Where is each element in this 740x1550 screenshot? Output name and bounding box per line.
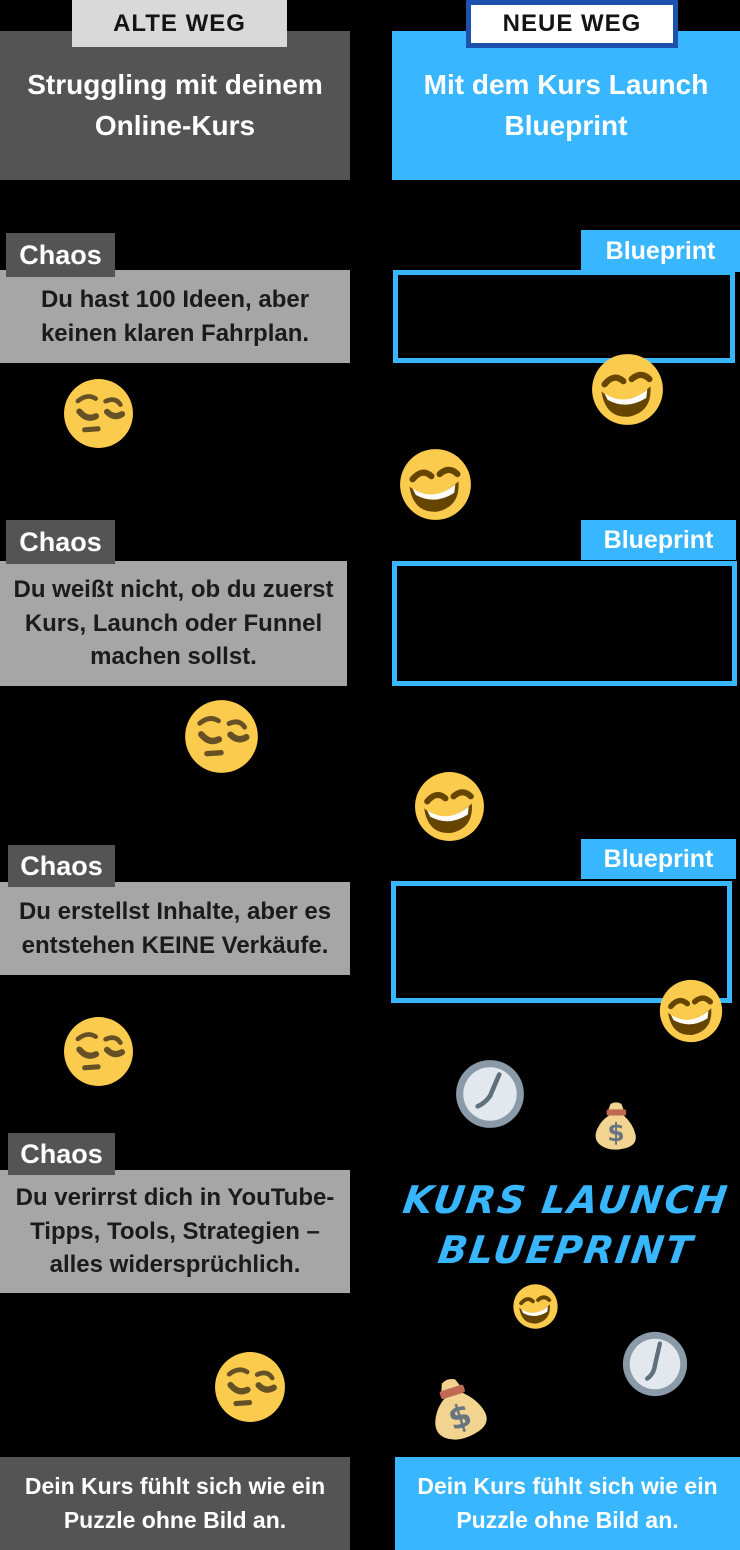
clock-emoji-2 [620, 1329, 690, 1399]
brand-line-2: BLUEPRINT [435, 1228, 697, 1272]
svg-text:$: $ [607, 1118, 624, 1147]
chaos-label-1: Chaos [6, 233, 115, 277]
chaos-text-3: Du erstellst Inhalte, aber es entstehen … [0, 882, 350, 975]
blueprint-box-3 [391, 881, 732, 1003]
blueprint-box-2 [392, 561, 737, 686]
brand-line-1: KURS LAUNCH [400, 1178, 732, 1222]
blueprint-label-2: Blueprint [581, 520, 736, 560]
chaos-label-4: Chaos [8, 1133, 115, 1175]
pensive-face-emoji-1 [62, 377, 135, 450]
new-way-footer: Dein Kurs fühlt sich wie ein Puzzle ohne… [395, 1457, 740, 1550]
chaos-label-3: Chaos [8, 845, 115, 887]
old-way-header-box: Struggling mit deinem Online-Kurs [0, 31, 350, 180]
chaos-label-2: Chaos [6, 520, 115, 564]
chaos-text-3-content: Du erstellst Inhalte, aber es entstehen … [18, 897, 332, 959]
blueprint-label-3: Blueprint [581, 839, 736, 879]
chaos-text-4-content: Du verirrst dich in YouTube-Tipps, Tools… [15, 1184, 335, 1279]
money-bag-emoji-2: $ [412, 1364, 504, 1459]
old-way-footer-text: Dein Kurs fühlt sich wie ein Puzzle ohne… [24, 1473, 326, 1533]
laughing-face-emoji-2 [398, 447, 473, 522]
chaos-text-2-content: Du weißt nicht, ob du zuerst Kurs, Launc… [13, 576, 334, 671]
laughing-face-emoji-5 [512, 1283, 559, 1330]
pensive-face-emoji-4 [213, 1350, 287, 1424]
old-way-title: Struggling mit deinem Online-Kurs [27, 68, 323, 141]
old-way-footer: Dein Kurs fühlt sich wie ein Puzzle ohne… [0, 1457, 350, 1550]
clock-emoji-1 [453, 1057, 527, 1131]
new-way-footer-text: Dein Kurs fühlt sich wie ein Puzzle ohne… [417, 1473, 718, 1533]
blueprint-label-1: Blueprint [581, 230, 740, 272]
laughing-face-emoji-1 [590, 352, 665, 427]
laughing-face-emoji-4 [658, 978, 724, 1044]
pensive-face-emoji-3 [62, 1015, 135, 1088]
new-way-header-box: Mit dem Kurs Launch Blueprint [392, 31, 740, 180]
pensive-face-emoji-2 [183, 698, 260, 775]
chaos-text-2: Du weißt nicht, ob du zuerst Kurs, Launc… [0, 561, 347, 686]
chaos-text-1-content: Du hast 100 Ideen, aber keinen klaren Fa… [40, 285, 310, 347]
laughing-face-emoji-3 [413, 770, 486, 843]
chaos-text-4: Du verirrst dich in YouTube-Tipps, Tools… [0, 1170, 350, 1293]
chaos-text-1: Du hast 100 Ideen, aber keinen klaren Fa… [0, 270, 350, 363]
new-way-title: Mit dem Kurs Launch Blueprint [423, 68, 709, 141]
old-way-badge: ALTE WEG [72, 0, 287, 47]
money-bag-emoji-1: $ [588, 1098, 644, 1158]
blueprint-box-1 [393, 270, 735, 363]
new-way-badge: NEUE WEG [466, 0, 678, 48]
